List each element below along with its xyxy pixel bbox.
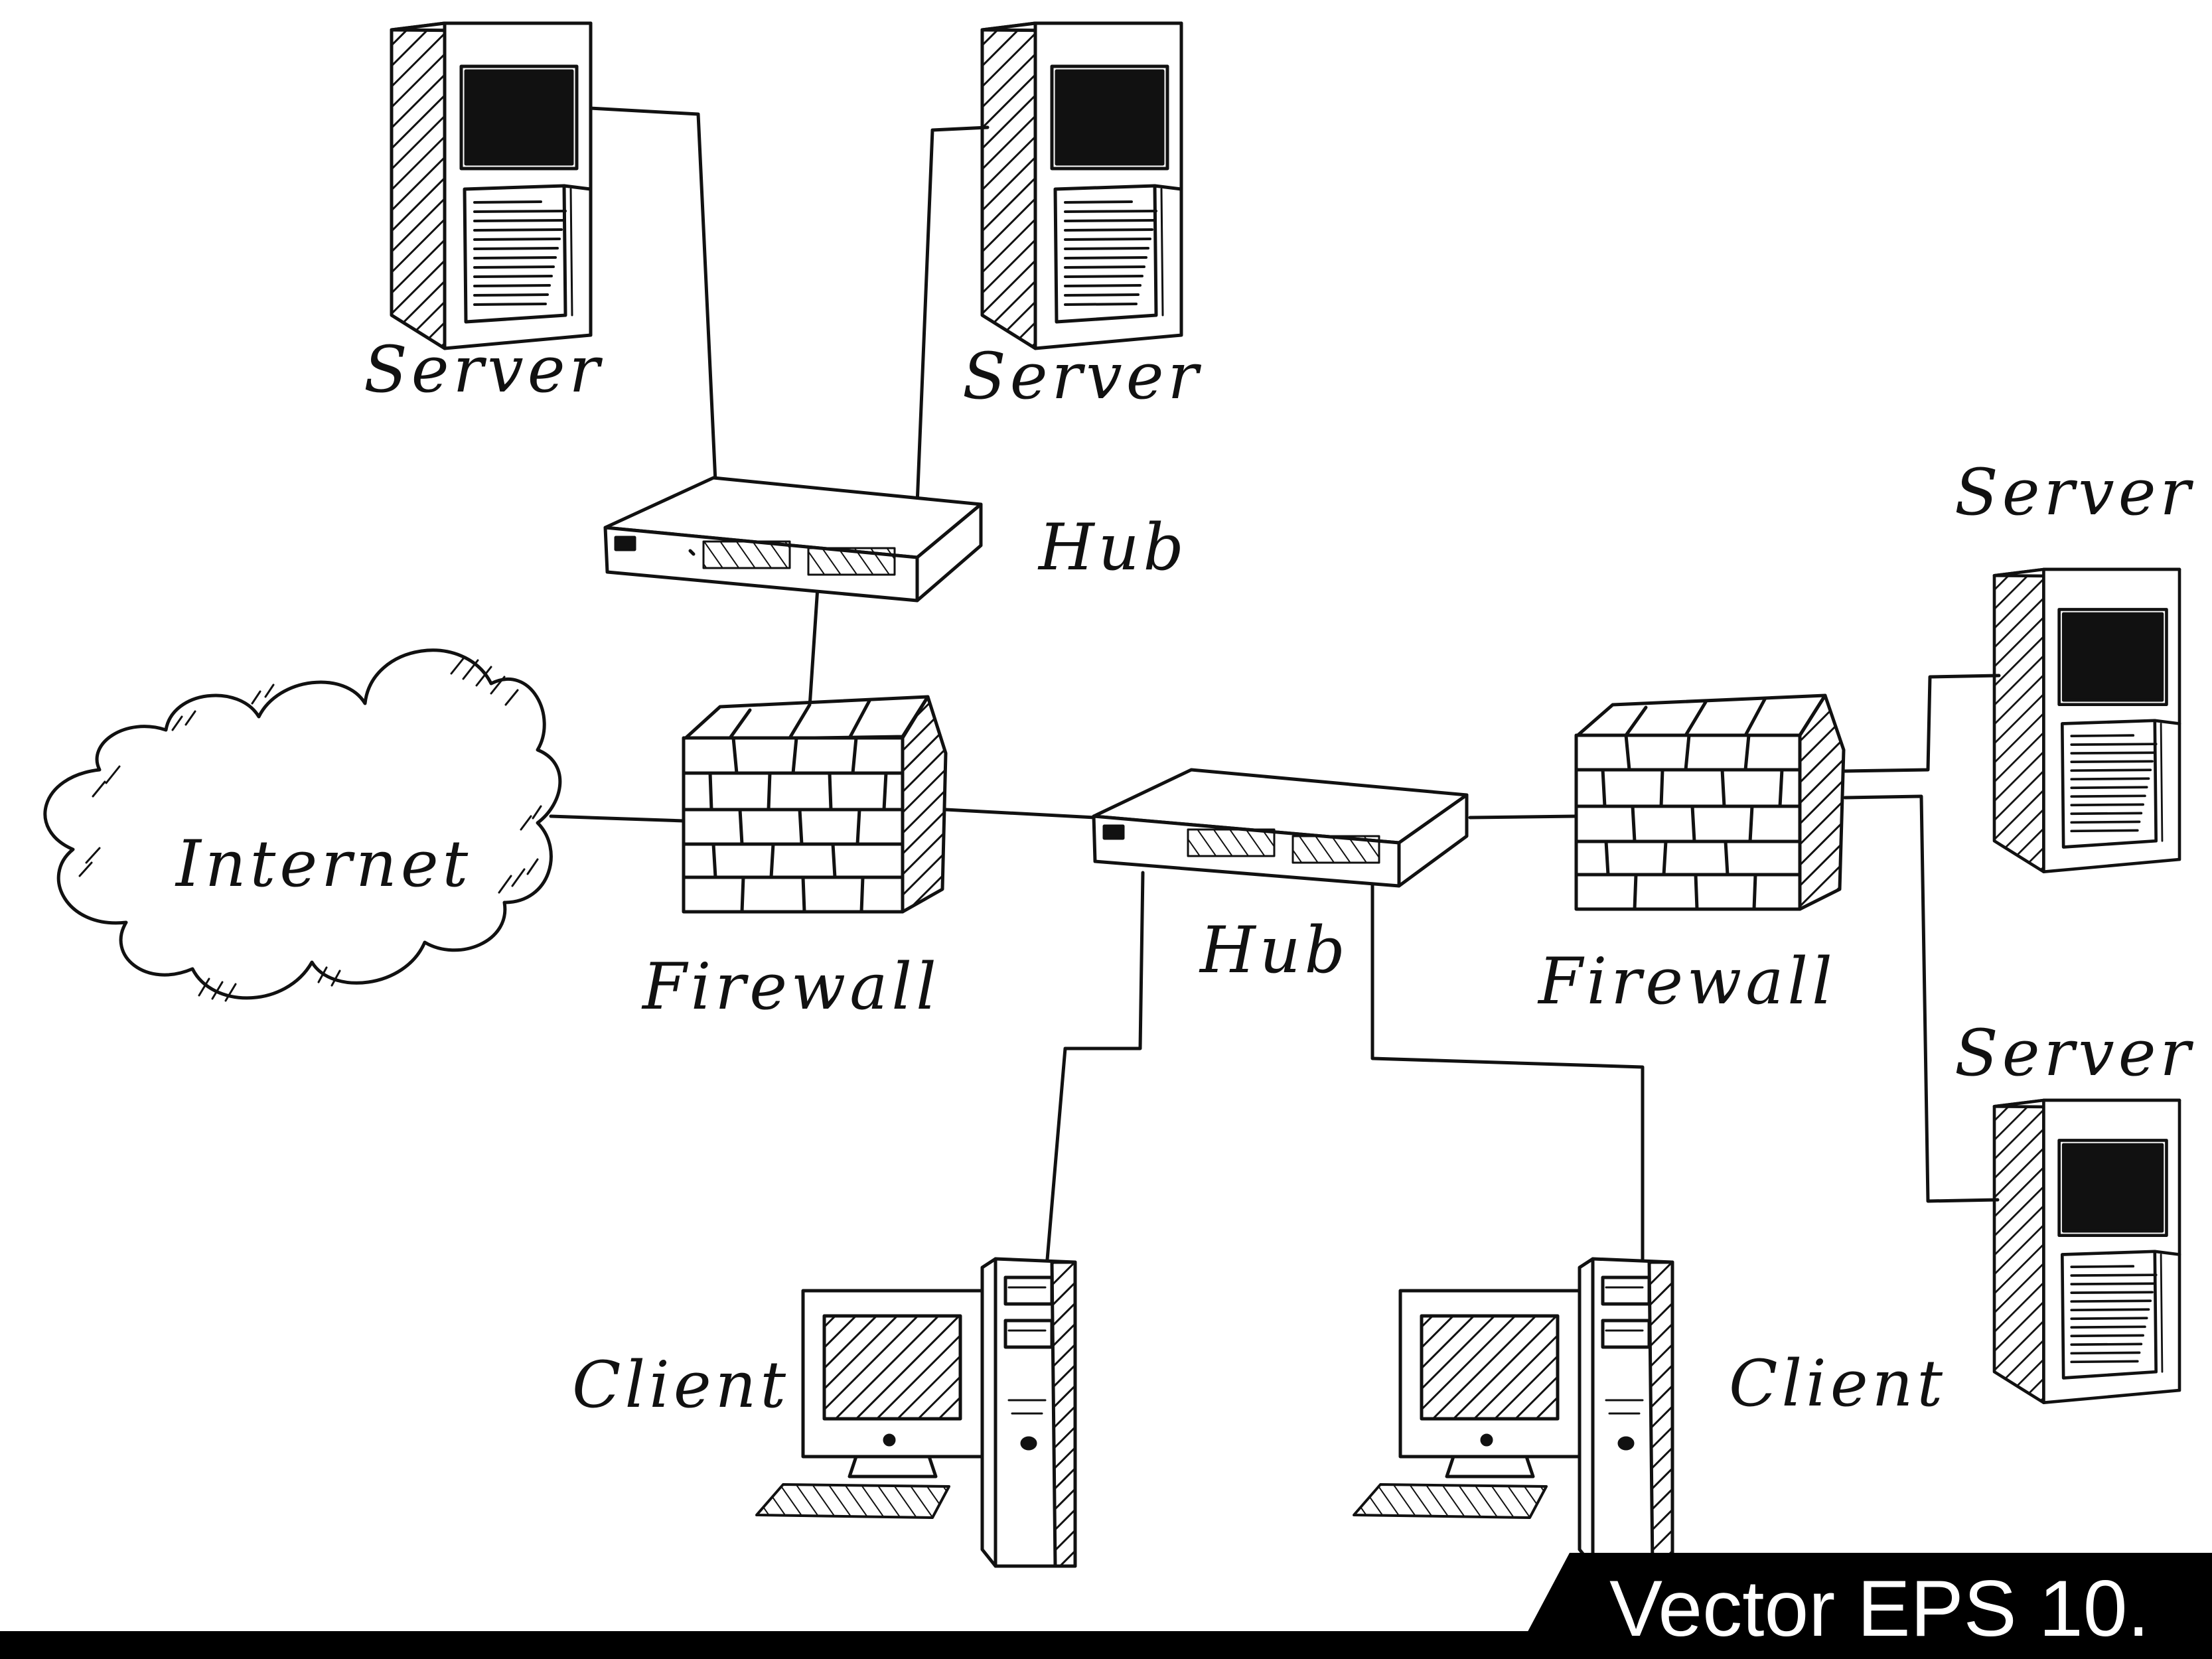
server-top-middle[interactable] (980, 21, 1183, 350)
label-hub-center: Hub (1199, 913, 1349, 987)
label-server-top-middle: Server (962, 339, 1202, 413)
banner-text: Vector EPS 10. (1609, 1564, 2150, 1653)
link-server1-hub (575, 106, 717, 484)
firewall-right[interactable] (1574, 693, 1846, 911)
link-server2-hub (915, 125, 990, 506)
label-firewall-left: Firewall (641, 950, 940, 1024)
labels: Server Server Server Server Hub Hub Inte… (175, 332, 2194, 1422)
link-firewall-right-server4 (1843, 794, 2000, 1203)
label-firewall-right: Firewall (1537, 944, 1836, 1019)
link-firewall-left-hub (944, 808, 1097, 820)
link-internet-firewall-left (549, 814, 686, 823)
clients (755, 1257, 1674, 1568)
label-server-right-upper: Server (1954, 455, 2194, 530)
server-right-lower[interactable] (1992, 1098, 2181, 1405)
server-top-left[interactable] (390, 21, 593, 350)
hub-ports (702, 540, 896, 576)
link-firewall-right-server3 (1843, 674, 2001, 773)
link-hub-firewall-left (808, 585, 820, 709)
brick-pattern (682, 699, 905, 914)
firewall-left[interactable] (682, 695, 948, 914)
port-indicator (1102, 824, 1125, 840)
client-right[interactable] (1353, 1257, 1674, 1568)
servers (390, 21, 2181, 1405)
cloud-shading (78, 656, 542, 1002)
connections (549, 106, 2001, 1263)
label-server-top-left: Server (364, 332, 603, 407)
client-left[interactable] (755, 1257, 1077, 1568)
label-internet: Internet (175, 827, 472, 901)
brick-pattern (1574, 696, 1802, 911)
hub-ports (1187, 828, 1380, 864)
internet-cloud[interactable] (43, 648, 562, 1002)
port-indicator (614, 536, 636, 551)
label-hub-top: Hub (1037, 510, 1188, 585)
server-right-upper[interactable] (1992, 567, 2181, 874)
label-client-right: Client (1729, 1346, 1947, 1421)
link-hub-firewall-right (1468, 814, 1578, 820)
footer-banner: Vector EPS 10. (0, 1553, 2212, 1659)
label-server-right-lower: Server (1954, 1016, 2194, 1090)
link-hub-client-right (1370, 875, 1645, 1263)
hub-top[interactable] (603, 476, 983, 603)
link-hub-client-left (1045, 871, 1145, 1262)
hub-center[interactable] (1092, 768, 1469, 888)
label-client-left: Client (572, 1348, 790, 1422)
